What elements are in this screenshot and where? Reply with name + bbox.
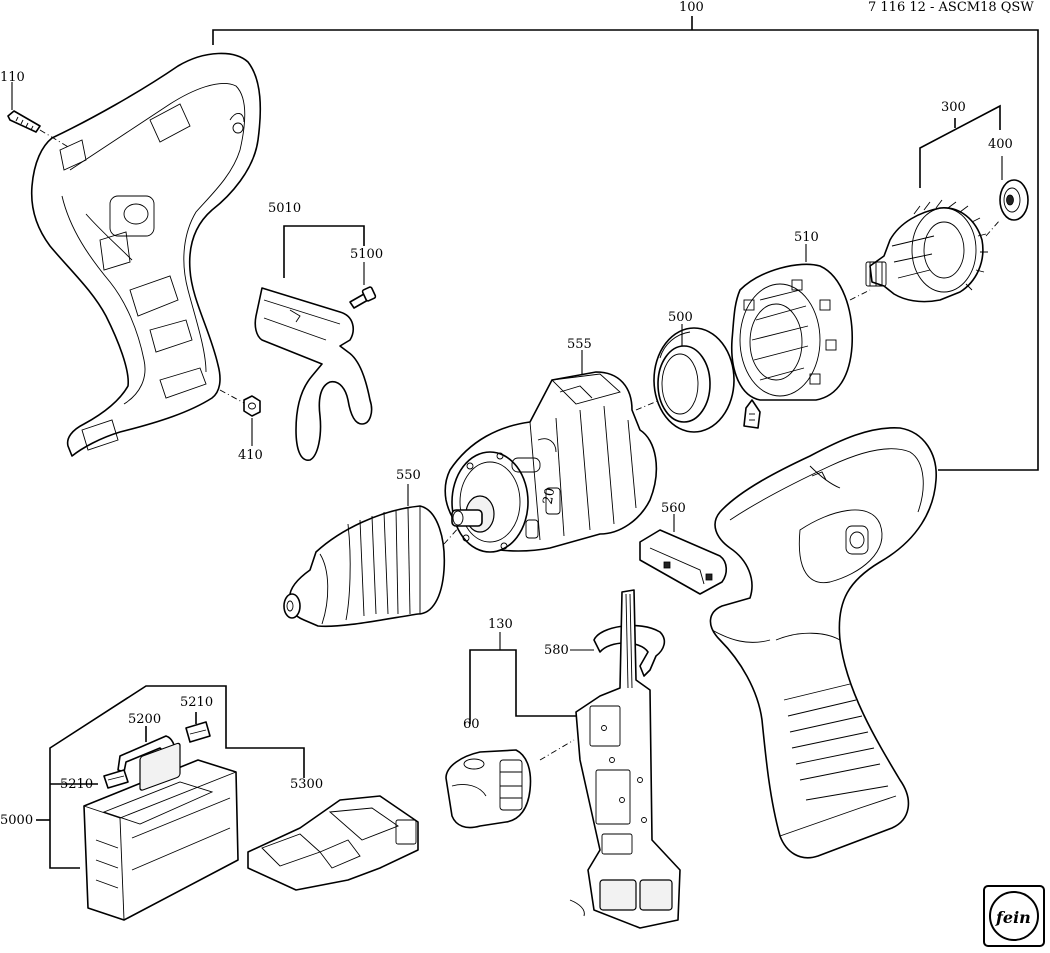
callout-5000: 5000 (0, 813, 33, 828)
callout-130: 130 (488, 617, 513, 632)
fein-logo-text: fein (995, 908, 1031, 927)
callout-5010: 5010 (268, 201, 301, 216)
bracket-550 (919, 104, 1001, 188)
document-id: 7 116 12 - ASCM18 QSW (868, 0, 1034, 15)
bracket-130 (469, 649, 576, 724)
stator-500 (730, 244, 871, 429)
carry-case-5000 (83, 742, 239, 921)
chuck-400 (283, 484, 461, 628)
callout-5100: 5100 (350, 247, 383, 262)
callout-500: 510 (794, 230, 819, 245)
callout-5210-b: 5210 (180, 695, 213, 710)
bearing-555 (999, 156, 1029, 221)
right-housing-shell (709, 427, 937, 859)
bracket-100 (212, 16, 1039, 471)
left-housing-shell (30, 52, 262, 457)
gearbox-300 (444, 350, 661, 553)
fein-logo: fein (983, 885, 1045, 947)
slider-560 (639, 514, 728, 595)
callout-555: 400 (988, 137, 1013, 152)
latch-5210-a (103, 769, 129, 789)
callout-5300: 5300 (290, 777, 323, 792)
callout-5200: 5200 (128, 712, 161, 727)
callout-560: 560 (661, 501, 686, 516)
cable-strap-580 (570, 624, 666, 677)
ring-510 (653, 324, 735, 433)
callout-400: 550 (396, 468, 421, 483)
bracket-5000 (36, 685, 305, 869)
nut-410 (219, 389, 261, 446)
callout-300: 555 (567, 337, 592, 352)
callout-410: 410 (238, 448, 263, 463)
latch-5210-b (185, 721, 211, 743)
screw-110 (7, 82, 71, 149)
bracket-5010 (283, 225, 365, 278)
switch-60 (445, 749, 532, 829)
callout-60: 60 (463, 717, 480, 732)
belt-clip-5010 (254, 287, 373, 461)
electronics-130 (539, 589, 681, 929)
rotor-550 (865, 199, 1001, 303)
callout-510: 500 (668, 310, 693, 325)
callout-100: 100 (679, 0, 704, 15)
chuck-mark: 20 (541, 487, 559, 506)
callout-580: 580 (544, 643, 569, 658)
callout-550: 300 (941, 100, 966, 115)
screw-5100 (349, 262, 377, 309)
callout-5210-a: 5210 (60, 777, 93, 792)
callout-110: 110 (0, 70, 25, 85)
case-insert-5300 (247, 795, 419, 891)
